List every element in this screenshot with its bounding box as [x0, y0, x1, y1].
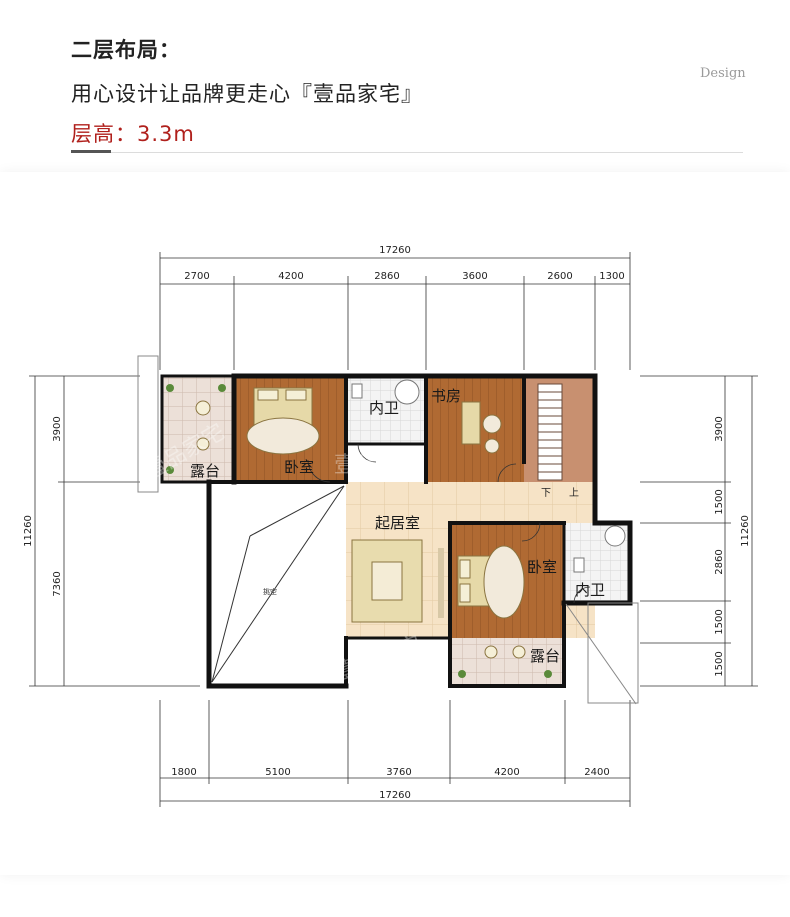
sofa-set-icon	[351, 539, 444, 623]
dim-bottom-total: 17260	[379, 790, 411, 801]
desk-icon	[461, 401, 502, 454]
dim-top-seg: 2600	[547, 271, 572, 282]
room-label-bedroom-1: 卧室	[284, 458, 314, 476]
dim-top-seg: 4200	[278, 271, 303, 282]
doors	[307, 443, 591, 604]
dim-left-seg: 7360	[52, 571, 63, 596]
dim-bottom-seg: 3760	[386, 767, 411, 778]
void-area: 挑空	[211, 485, 345, 683]
floor-plan: 17260 2700 4200 2860 3600 2600 1300 1800…	[23, 245, 758, 807]
room-label-bathroom-1: 内卫	[369, 399, 399, 417]
dimension-lines	[29, 252, 758, 807]
floor-height-label: 层高：3.3m	[71, 122, 195, 146]
dim-left-seg: 3900	[52, 416, 63, 441]
bathtub-icon	[351, 379, 420, 405]
room-label-bedroom-2: 卧室	[527, 558, 557, 576]
room-label-study: 书房	[431, 387, 461, 405]
watermark-text: 壹品家宅	[334, 453, 422, 478]
bed-icon	[457, 545, 525, 619]
dim-right-seg: 1500	[714, 651, 725, 676]
dim-top-seg: 3600	[462, 271, 487, 282]
page-title: 二层布局：	[71, 38, 181, 62]
bed-icon	[246, 387, 320, 455]
stair-up-label: 上	[569, 487, 579, 499]
dim-bottom-seg: 4200	[494, 767, 519, 778]
balcony-bottom-floor	[450, 638, 564, 686]
dim-bottom-seg: 1800	[171, 767, 196, 778]
dim-bottom-seg: 5100	[265, 767, 290, 778]
header: 二层布局： 用心设计让品牌更走心『壹品家宅』 层高：3.3m Design	[0, 0, 790, 160]
furniture	[166, 379, 626, 678]
dim-bottom-seg: 2400	[584, 767, 609, 778]
balcony-left-floor	[162, 376, 234, 482]
dim-right-seg: 1500	[714, 489, 725, 514]
dim-top-seg: 1300	[599, 271, 624, 282]
room-label-bathroom-2: 内卫	[575, 581, 605, 599]
walls	[160, 373, 633, 689]
room-labels: 露台 卧室 内卫 书房 起居室 卧室 内卫 露台	[190, 387, 605, 665]
divider	[71, 152, 743, 153]
railings	[137, 355, 639, 705]
page-subtitle: 用心设计让品牌更走心『壹品家宅』	[71, 82, 423, 106]
dimension-labels: 17260 2700 4200 2860 3600 2600 1300 1800…	[23, 245, 751, 801]
shower-icon	[573, 525, 626, 573]
dim-right-total: 11260	[740, 515, 751, 547]
dim-top-seg: 2860	[374, 271, 399, 282]
stair-down-label: 下	[541, 488, 551, 499]
design-tag: Design	[700, 66, 746, 81]
divider-accent	[71, 150, 111, 153]
dim-top-total: 17260	[379, 245, 411, 256]
dim-top-seg: 2700	[184, 271, 209, 282]
dim-right-seg: 1500	[714, 609, 725, 634]
balcony-furniture-icon	[195, 400, 526, 659]
floor-plan-panel: 17260 2700 4200 2860 3600 2600 1300 1800…	[0, 172, 790, 875]
room-label-living: 起居室	[375, 514, 420, 532]
room-label-void: 挑空	[263, 587, 277, 596]
room-label-balcony-bottom: 露台	[530, 647, 560, 665]
dim-left-total: 11260	[23, 515, 34, 547]
plant-icon	[166, 384, 552, 678]
staircase	[537, 383, 563, 481]
room-label-balcony-left: 露台	[190, 462, 220, 480]
dim-right-seg: 3900	[714, 416, 725, 441]
dim-right-seg: 2860	[714, 549, 725, 574]
